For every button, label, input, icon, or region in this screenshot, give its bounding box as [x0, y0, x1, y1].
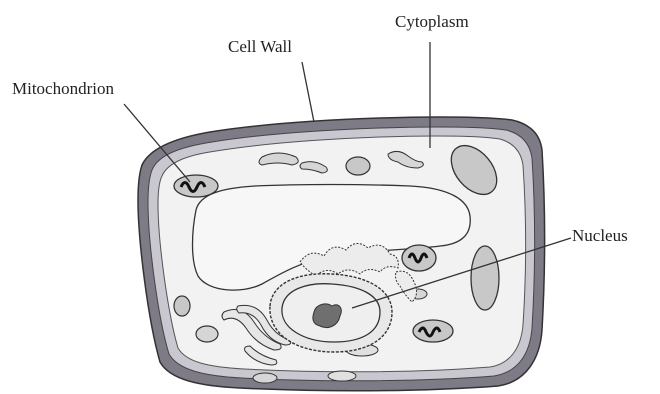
leader-line-cell-wall: [302, 62, 314, 122]
vesicle: [328, 371, 356, 381]
label-cell-wall: Cell Wall: [228, 37, 292, 57]
label-cytoplasm: Cytoplasm: [395, 12, 469, 32]
vesicle: [174, 296, 190, 316]
vesicle: [196, 326, 218, 342]
mitochondrion-right: [402, 245, 436, 271]
vesicle: [253, 373, 277, 383]
label-mitochondrion: Mitochondrion: [12, 79, 114, 99]
label-nucleus: Nucleus: [572, 226, 628, 246]
vesicle: [346, 157, 370, 175]
chloroplast-lower-right: [471, 246, 499, 310]
